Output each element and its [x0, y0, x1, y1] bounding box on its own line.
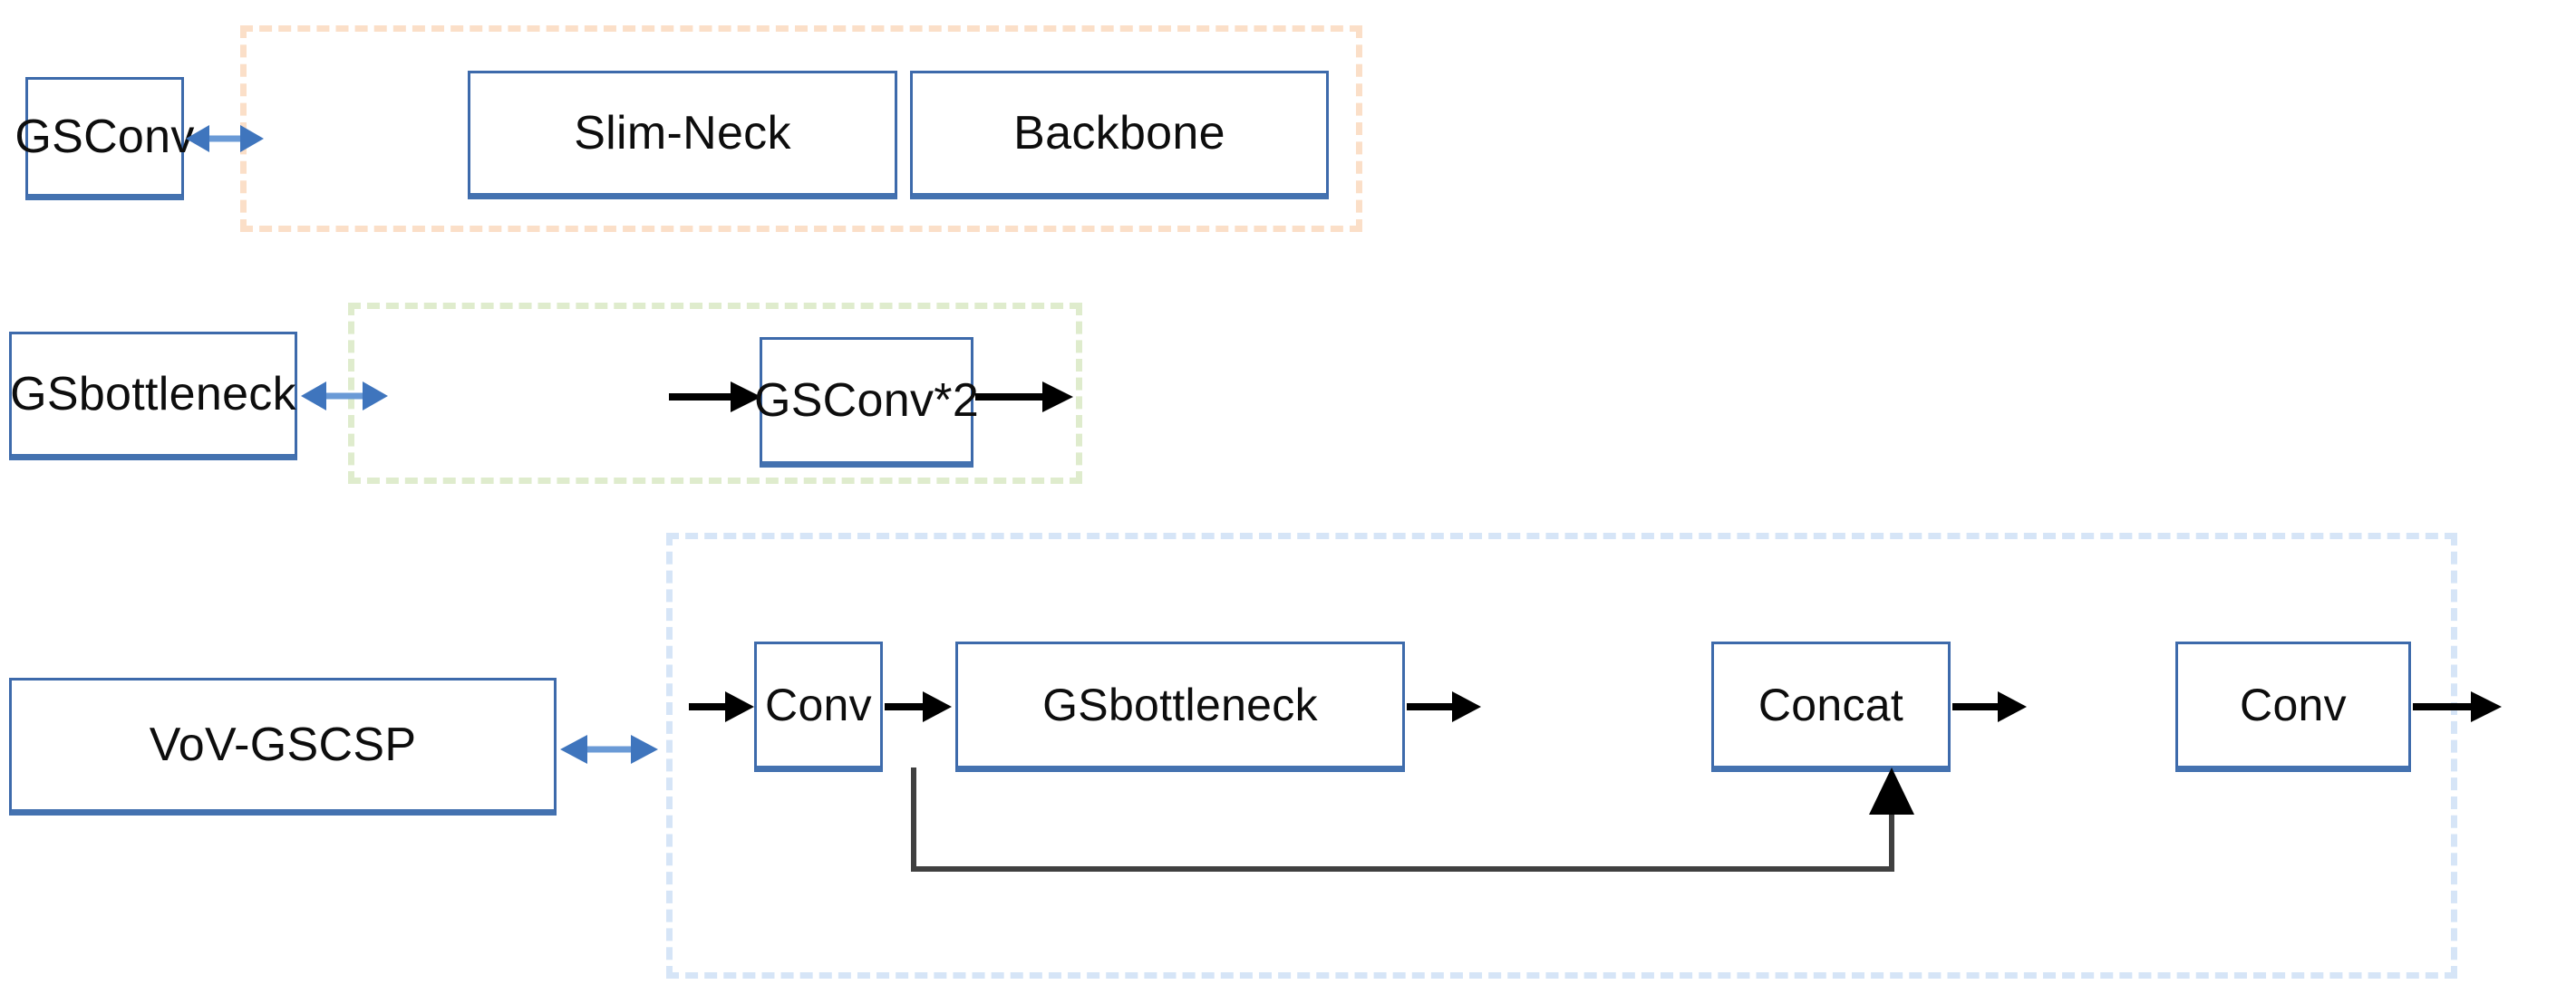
node-vov-gscsp[interactable]: VoV-GSCSP: [9, 678, 557, 816]
flow-arrow-concat-to-conv2: [1952, 689, 2029, 725]
node-gsbottleneck-row3-label: GSbottleneck: [1042, 680, 1318, 730]
node-concat[interactable]: Concat: [1711, 642, 1951, 772]
node-slim-neck[interactable]: Slim-Neck: [468, 71, 897, 199]
node-concat-label: Concat: [1758, 680, 1904, 730]
node-conv-2[interactable]: Conv: [2175, 642, 2411, 772]
node-conv-1[interactable]: Conv: [754, 642, 883, 772]
group-vov-gscsp-blue: [666, 533, 2457, 979]
node-conv-2-label: Conv: [2240, 680, 2347, 730]
node-gsconv-x2[interactable]: GSConv*2: [754, 337, 979, 468]
node-gsbottleneck-row2-label: GSbottleneck: [10, 368, 296, 420]
flow-arrow-to-gsconv2: [669, 379, 763, 415]
flow-arrow-out-conv2: [2413, 689, 2503, 725]
node-gsbottleneck-row2[interactable]: GSbottleneck: [9, 332, 297, 460]
bidir-arrow-gsbottleneck: [299, 372, 390, 420]
node-backbone[interactable]: Backbone: [910, 71, 1329, 199]
node-slim-neck-label: Slim-Neck: [574, 107, 791, 159]
bidir-arrow-vov-gscsp: [558, 725, 660, 774]
skip-connection-conv-to-concat: [897, 766, 1922, 883]
node-gsconv-x2-label: GSConv*2: [753, 374, 980, 427]
flow-arrow-to-conv1: [689, 689, 756, 725]
node-conv-1-label: Conv: [765, 680, 872, 730]
node-gsconv-label: GSConv: [15, 111, 195, 163]
flow-arrow-conv1-to-gsbottleneck: [885, 689, 954, 725]
flow-arrow-gsbottleneck-to-concat: [1407, 689, 1483, 725]
node-vov-gscsp-label: VoV-GSCSP: [149, 719, 417, 771]
node-backbone-label: Backbone: [1013, 107, 1225, 159]
node-gsbottleneck-row3[interactable]: GSbottleneck: [955, 642, 1405, 772]
flow-arrow-out-gsconv2: [975, 379, 1075, 415]
bidir-arrow-gsconv: [184, 114, 266, 163]
node-gsconv[interactable]: GSConv: [15, 77, 194, 200]
